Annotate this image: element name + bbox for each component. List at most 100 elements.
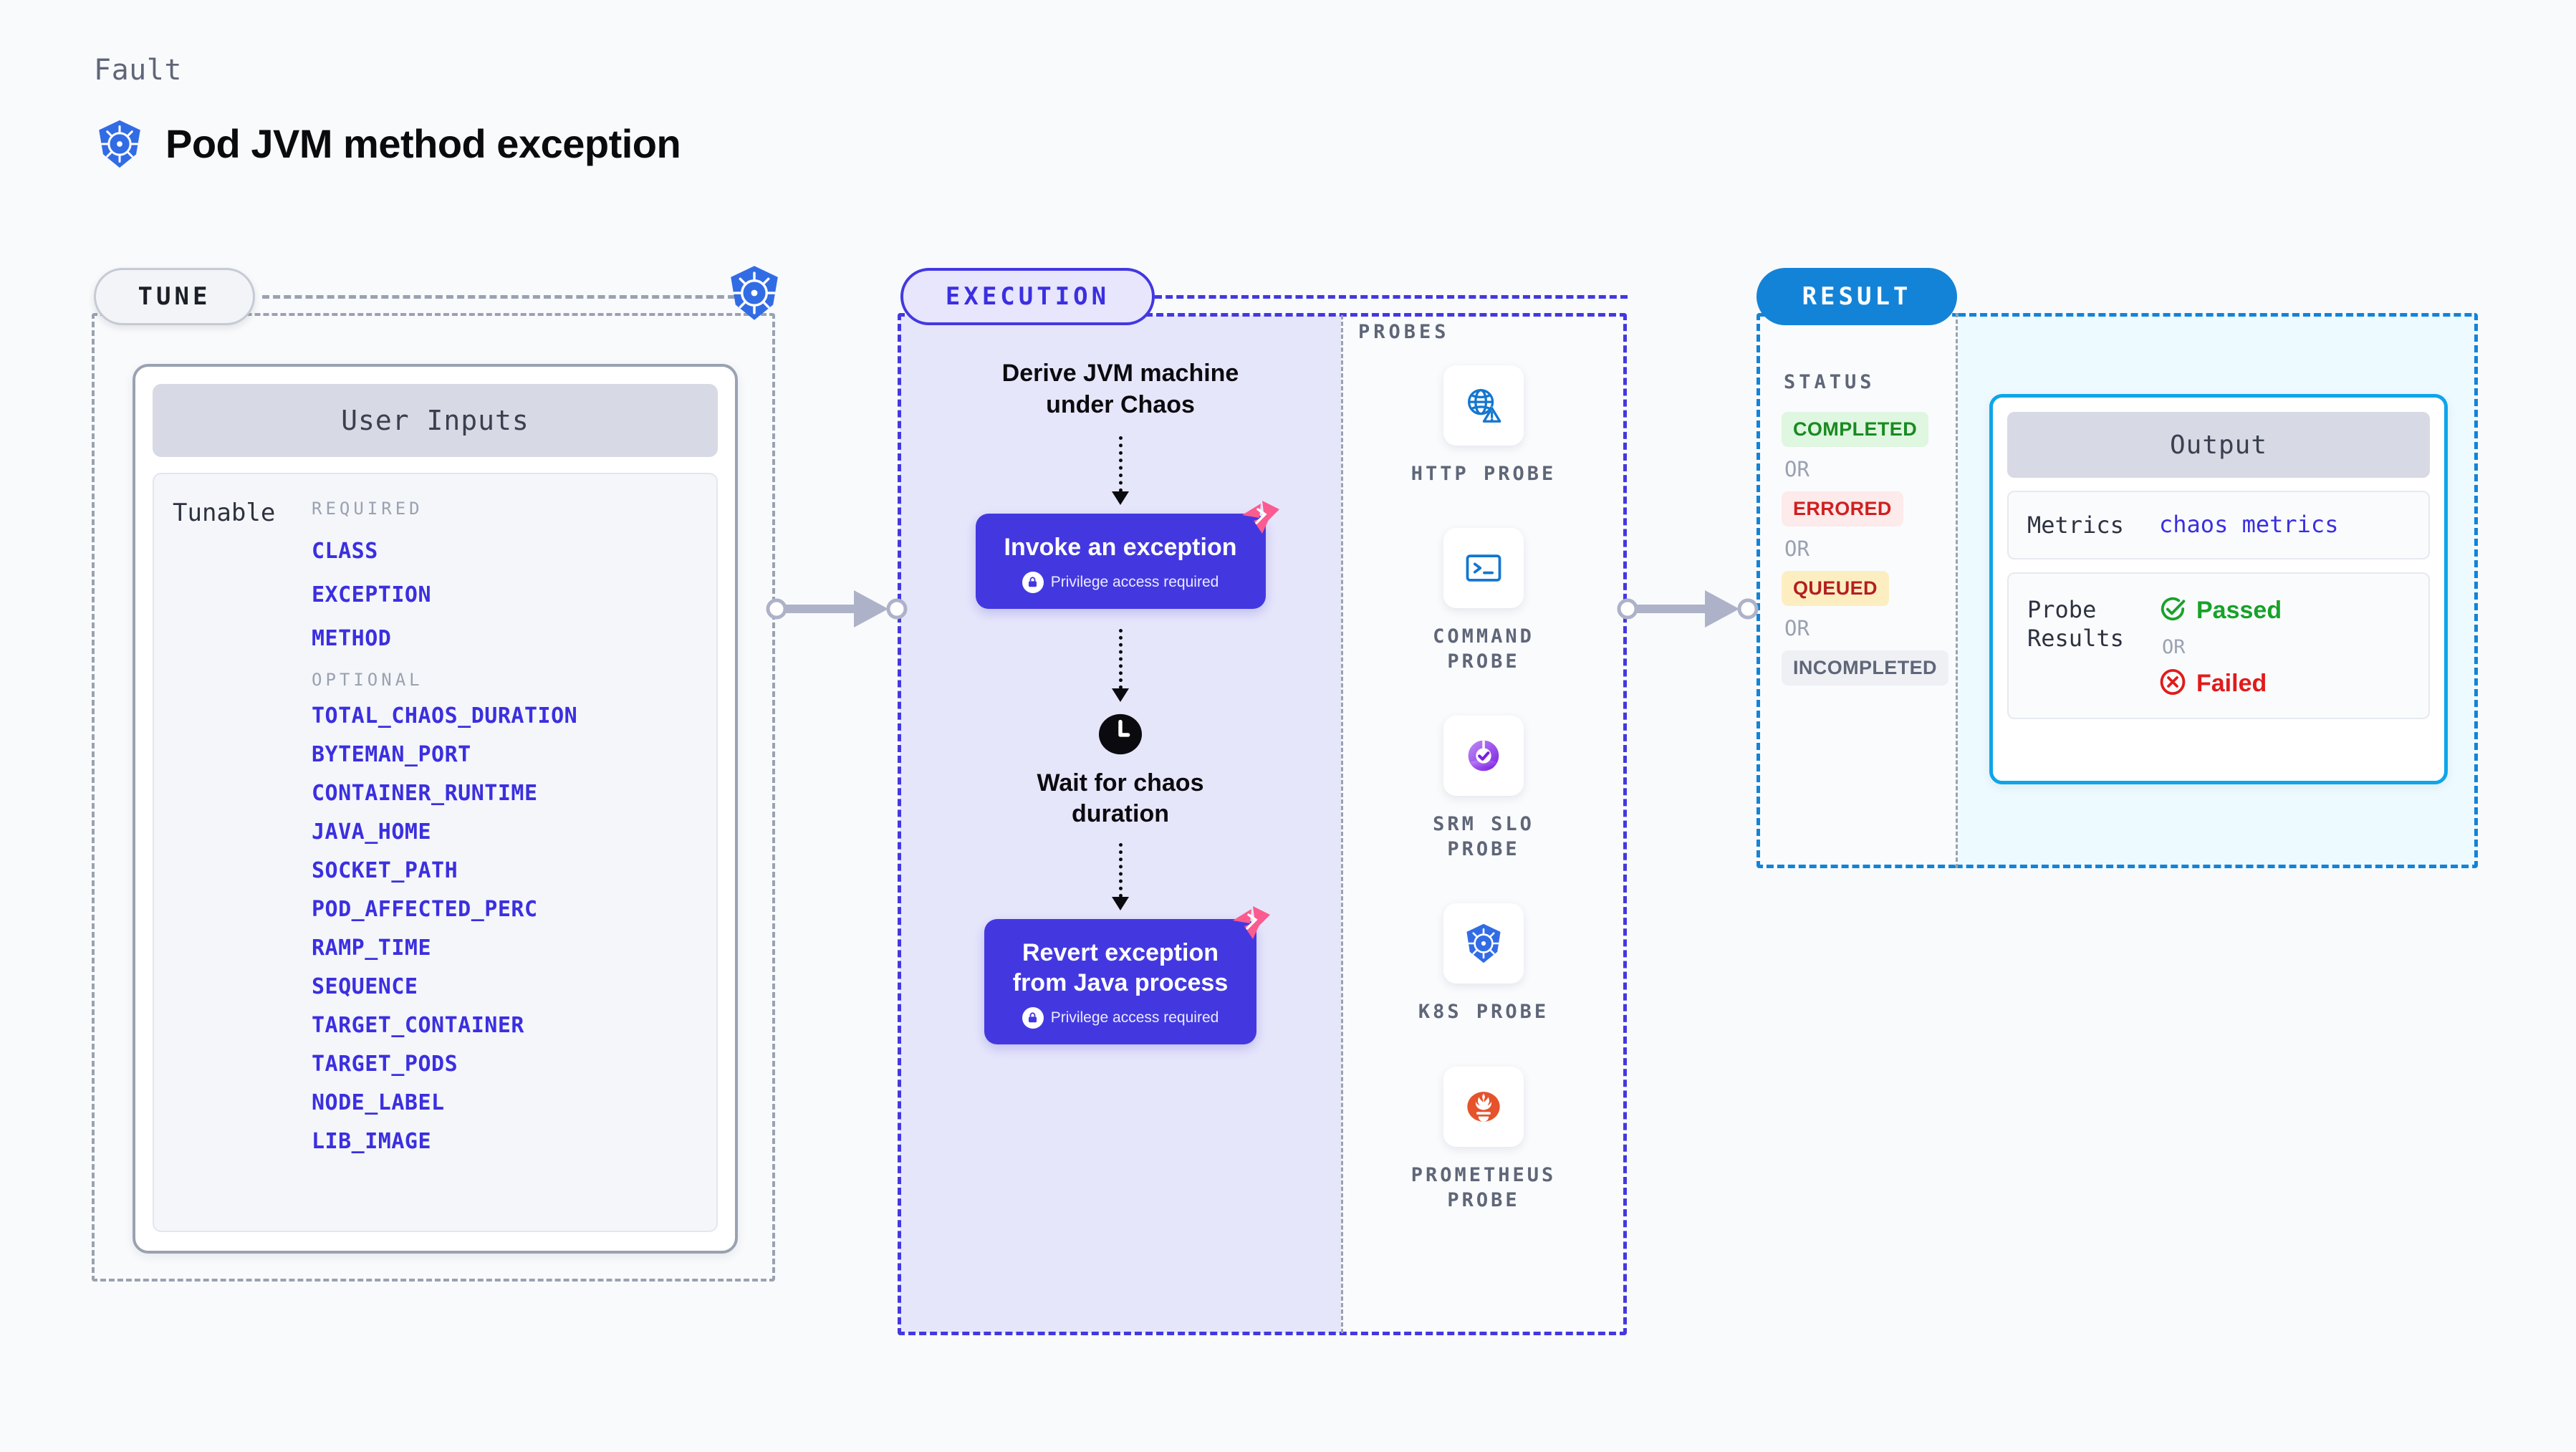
probes-background (1342, 315, 1625, 1333)
probe-item-command[interactable]: COMMAND PROBE (1433, 528, 1534, 674)
parameter-item[interactable]: METHOD (312, 626, 392, 651)
metrics-value[interactable]: chaos metrics (2159, 511, 2339, 538)
kubernetes-icon (1443, 903, 1524, 984)
probe-item-prometheus[interactable]: PROMETHEUS PROBE (1410, 1066, 1557, 1213)
privilege-text: Privilege access required (1050, 573, 1219, 590)
probe-results-row: Probe Results Passed OR (2007, 572, 2430, 719)
parameter-item[interactable]: BYTEMAN_PORT (312, 742, 471, 767)
lock-icon (1022, 1006, 1044, 1029)
clock-icon (1098, 712, 1143, 756)
probe-result-failed: Failed (2159, 668, 2282, 699)
output-card: Output Metrics chaos metrics Probe Resul… (1989, 394, 2448, 784)
or-separator: OR (1784, 537, 1810, 561)
tunable-parameter-lists: REQUIRED CLASS EXCEPTION METHOD OPTIONAL… (312, 499, 716, 1231)
parameter-item[interactable]: CLASS (312, 539, 378, 564)
parameter-item[interactable]: EXCEPTION (312, 582, 432, 607)
probe-item-k8s[interactable]: K8S PROBE (1418, 903, 1549, 1024)
slo-donut-check-icon (1443, 716, 1524, 797)
probe-label: SRM SLO PROBE (1433, 813, 1534, 861)
probe-results-key: Probe Results (2027, 596, 2124, 652)
result-stage-pill[interactable]: RESULT (1756, 268, 1957, 325)
probe-label: PROMETHEUS PROBE (1410, 1163, 1557, 1211)
user-inputs-header: User Inputs (153, 384, 718, 457)
tune-to-execution-arrow (765, 586, 908, 635)
probe-item-srm-slo[interactable]: SRM SLO PROBE (1433, 716, 1534, 862)
metrics-row: Metrics chaos metrics (2007, 491, 2430, 559)
privilege-row: Privilege access required (1004, 571, 1237, 593)
tune-connector-dash (262, 295, 735, 299)
x-circle-icon (2159, 668, 2186, 699)
probe-label: K8S PROBE (1418, 1001, 1549, 1024)
execution-flow: Derive JVM machine under Chaos Invoke an… (900, 358, 1341, 1044)
status-section-title: STATUS (1784, 371, 1875, 393)
parameter-item[interactable]: TOTAL_CHAOS_DURATION (312, 703, 578, 729)
probes-divider (1341, 315, 1343, 1333)
parameter-item[interactable]: SOCKET_PATH (312, 858, 458, 883)
terminal-icon (1443, 528, 1524, 609)
status-output-divider (1956, 313, 1958, 868)
passed-label: Passed (2196, 597, 2282, 624)
flow-arrow-icon (1112, 842, 1129, 910)
flow-arrow-icon (1112, 436, 1129, 506)
execution-region (898, 313, 1627, 1335)
parameter-item[interactable]: LIB_IMAGE (312, 1129, 432, 1154)
metrics-key: Metrics (2027, 511, 2124, 539)
kubernetes-icon (725, 264, 784, 322)
execution-step-card[interactable]: Invoke an exception Privilege access req… (975, 501, 1279, 609)
parameter-item[interactable]: POD_AFFECTED_PERC (312, 897, 538, 922)
flow-step-text: Derive JVM machine under Chaos (1001, 360, 1239, 418)
user-inputs-card: User Inputs Tunable REQUIRED CLASS EXCEP… (133, 364, 738, 1254)
optional-parameter-list: TOTAL_CHAOS_DURATION BYTEMAN_PORT CONTAI… (312, 703, 705, 1154)
required-parameter-list: CLASS EXCEPTION METHOD (312, 539, 705, 651)
failed-label: Failed (2196, 670, 2267, 697)
probes-to-result-arrow (1616, 586, 1759, 635)
parameter-item[interactable]: JAVA_HOME (312, 819, 432, 845)
status-badge-list: COMPLETED OR ERRORED OR QUEUED OR INCOMP… (1782, 412, 1953, 686)
kubernetes-icon (94, 118, 145, 170)
probe-label: COMMAND PROBE (1433, 625, 1534, 673)
probes-list: HTTP PROBE COMMAND PROBE (1342, 365, 1625, 1254)
chaos-badge-icon (1231, 905, 1272, 941)
status-badge: ERRORED (1782, 491, 1903, 527)
chaos-badge-icon (1241, 499, 1281, 535)
privilege-text: Privilege access required (1050, 1009, 1219, 1026)
privilege-row: Privilege access required (1013, 1006, 1229, 1029)
tunable-section: Tunable REQUIRED CLASS EXCEPTION METHOD … (153, 473, 718, 1232)
required-group-title: REQUIRED (312, 499, 423, 519)
prometheus-flame-icon (1443, 1066, 1524, 1147)
step-title: Revert exception from Java process (1012, 938, 1229, 997)
or-separator: OR (2162, 636, 2186, 658)
execution-stage-pill[interactable]: EXECUTION (900, 268, 1155, 325)
parameter-item[interactable]: NODE_LABEL (312, 1090, 445, 1115)
execution-step-card[interactable]: Revert exception from Java process Privi… (984, 905, 1271, 1044)
page-title: Pod JVM method exception (165, 121, 681, 166)
status-badge: COMPLETED (1782, 412, 1929, 447)
probe-results-values: Passed OR Failed (2159, 595, 2282, 699)
step-title: Invoke an exception (1004, 534, 1237, 562)
fault-eyebrow-label: Fault (94, 54, 182, 87)
output-header: Output (2007, 412, 2430, 478)
optional-group-title: OPTIONAL (312, 670, 423, 690)
parameter-item[interactable]: CONTAINER_RUNTIME (312, 781, 538, 806)
status-badge: INCOMPLETED (1782, 650, 1948, 686)
globe-warning-icon (1443, 365, 1524, 446)
parameter-item[interactable]: RAMP_TIME (312, 936, 432, 961)
execution-connector-dash (1155, 295, 1628, 299)
or-separator: OR (1784, 616, 1810, 640)
flow-step-text: Wait for chaos duration (1037, 769, 1204, 828)
tune-stage-pill[interactable]: TUNE (94, 268, 255, 325)
tunable-row-label: Tunable (173, 499, 276, 527)
parameter-item[interactable]: TARGET_PODS (312, 1052, 458, 1077)
parameter-item[interactable]: SEQUENCE (312, 974, 418, 999)
page-title-row: Pod JVM method exception (94, 118, 681, 170)
flow-arrow-icon (1112, 628, 1129, 702)
probe-result-passed: Passed (2159, 595, 2282, 626)
probe-item-http[interactable]: HTTP PROBE (1411, 365, 1557, 486)
probe-label: HTTP PROBE (1410, 463, 1557, 485)
probes-section-title: PROBES (1358, 321, 1450, 343)
tune-region (92, 313, 775, 1282)
parameter-item[interactable]: TARGET_CONTAINER (312, 1013, 524, 1038)
status-badge: QUEUED (1782, 571, 1889, 606)
check-circle-icon (2159, 595, 2186, 626)
